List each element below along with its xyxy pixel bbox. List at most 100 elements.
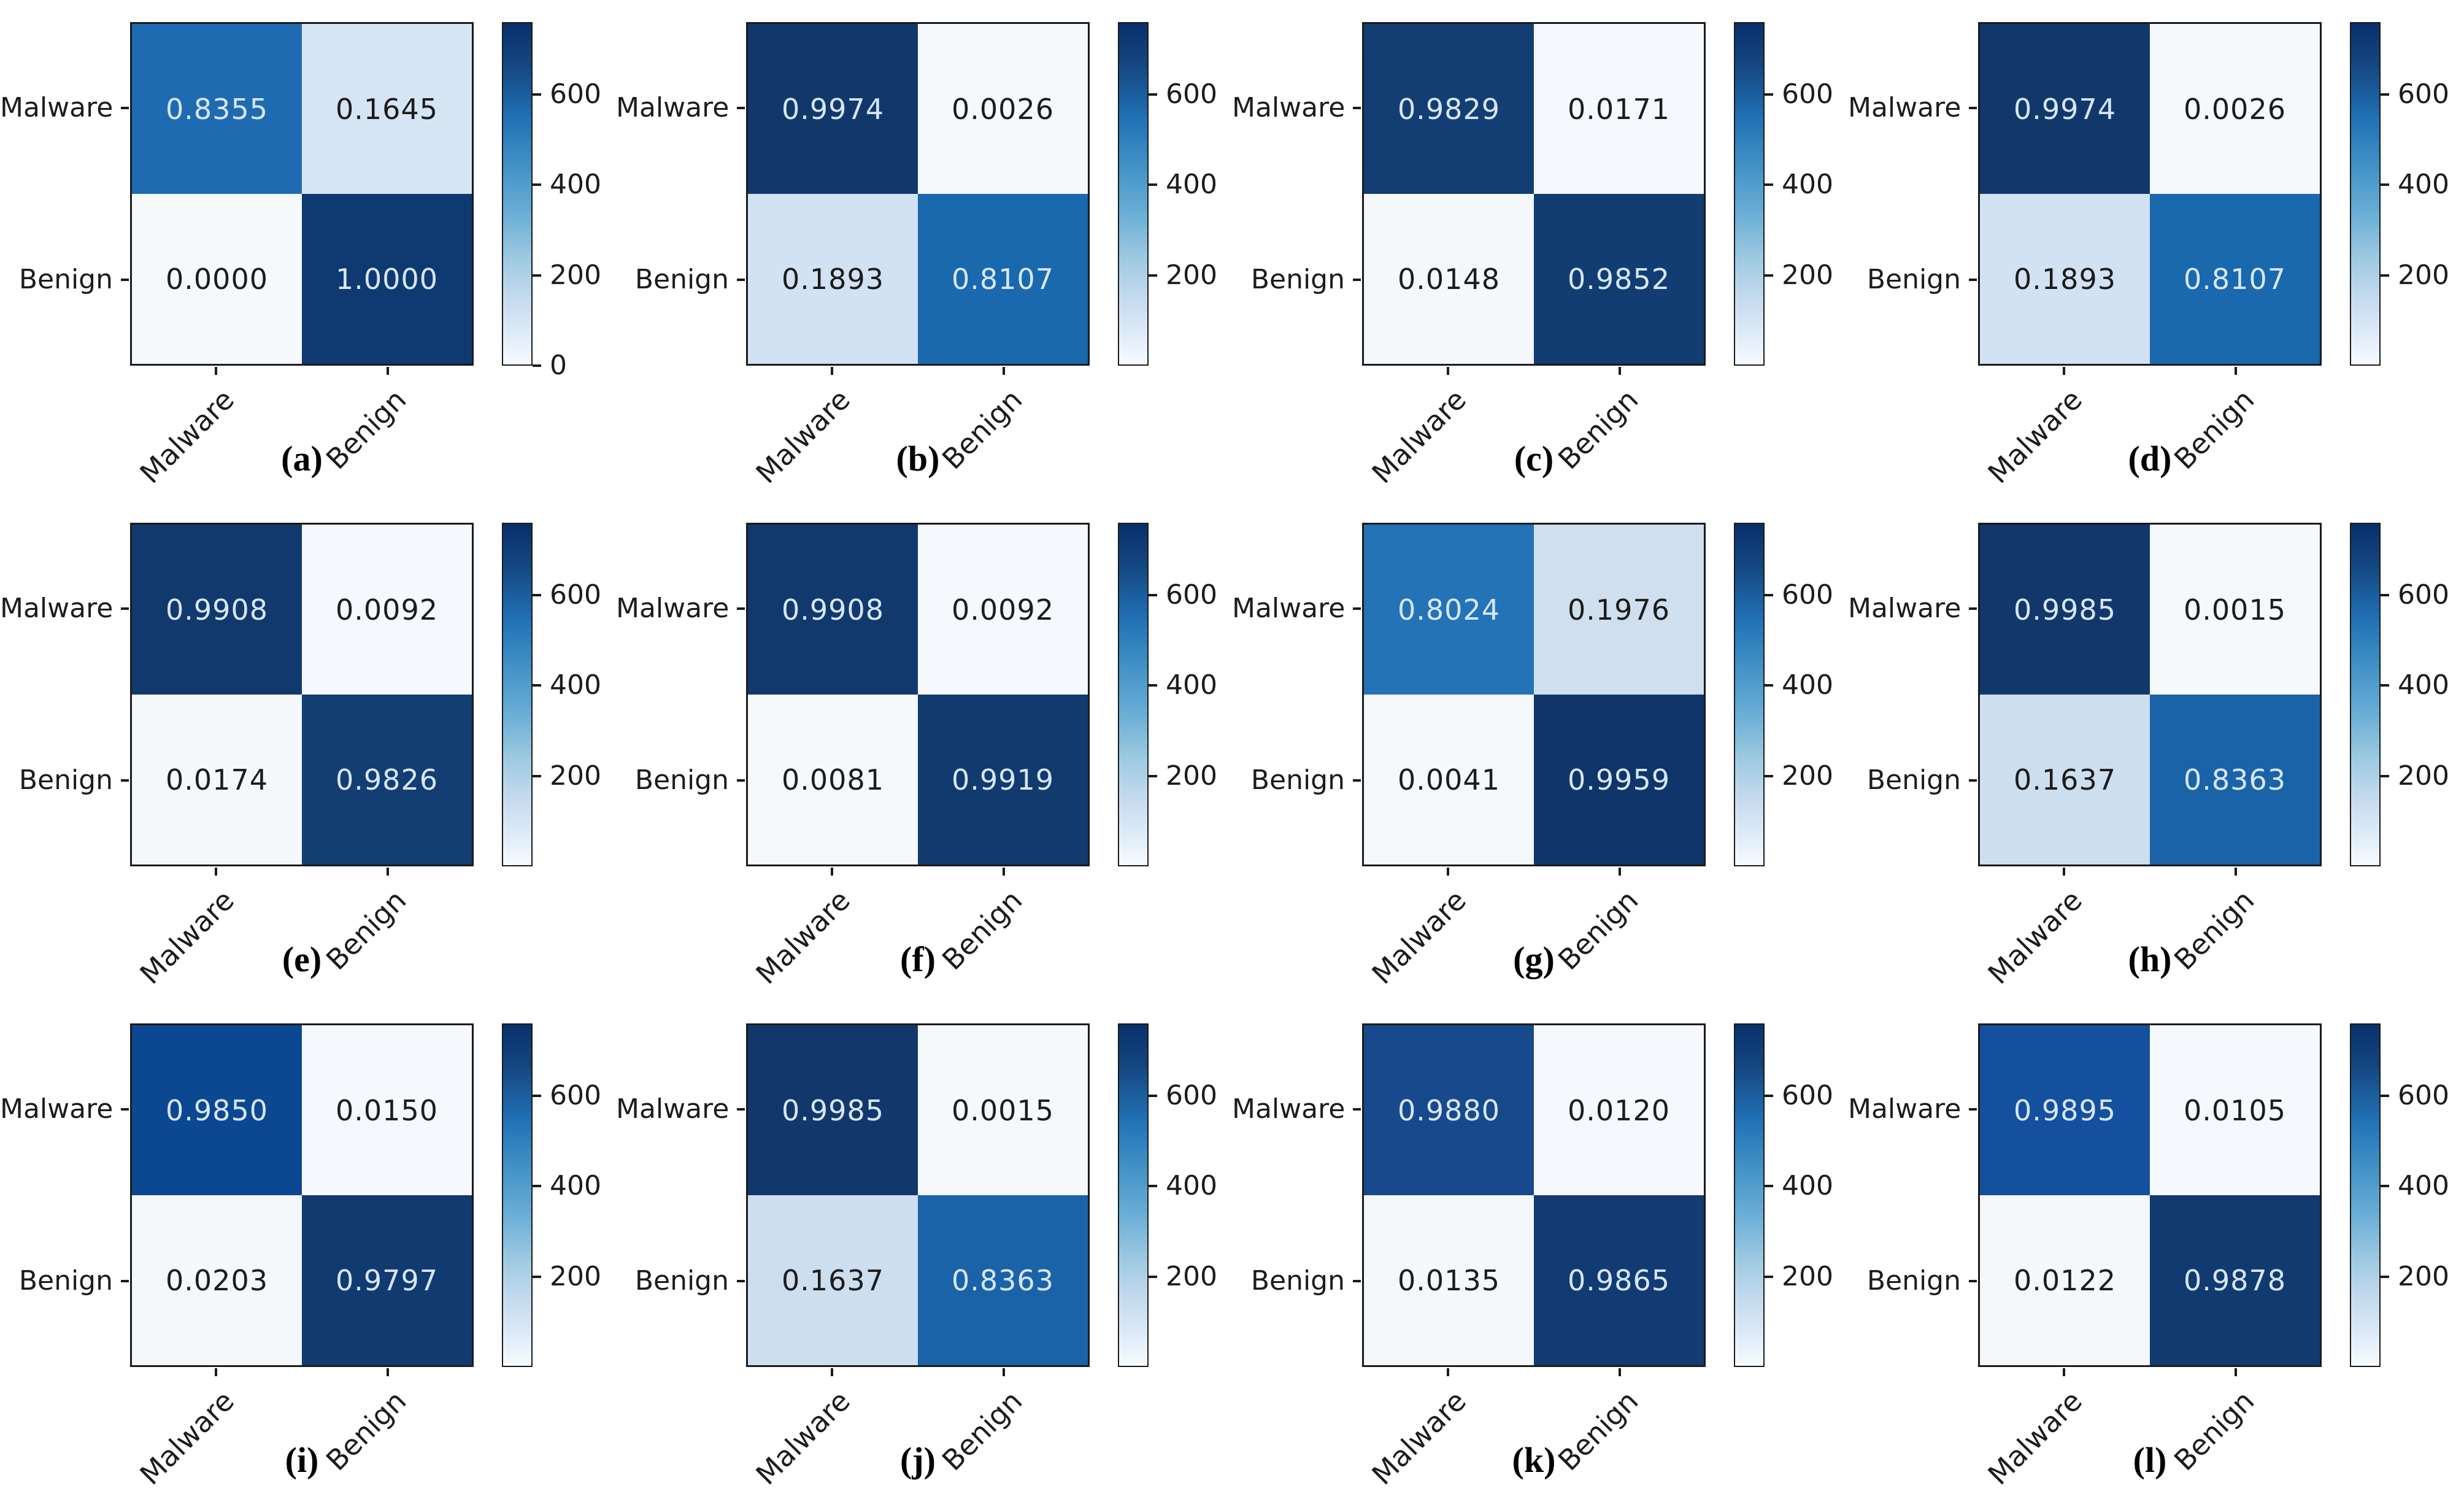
heatmap-cell-tn: 0.8363 (2150, 695, 2320, 865)
colorbar-tick-label: 400 (1166, 669, 1217, 701)
y-axis-tick (1969, 1280, 1977, 1282)
colorbar-tick-label: 200 (1782, 259, 1833, 291)
colorbar-tick (533, 364, 541, 367)
y-axis-label-malware: Malware (1232, 1093, 1346, 1125)
cell-value: 0.0041 (1398, 763, 1500, 796)
x-axis-tick (1003, 868, 1005, 876)
y-axis-tick (737, 607, 745, 610)
heatmap: 0.8355 0.1645 0.0000 1.0000 (130, 22, 474, 366)
colorbar-tick (1765, 774, 1773, 777)
x-axis-tick (831, 868, 833, 876)
cell-value: 0.8363 (2184, 763, 2286, 796)
colorbar-tick-label: 400 (1166, 169, 1217, 201)
heatmap-cell-tn: 1.0000 (302, 194, 472, 364)
colorbar-tick (1765, 1275, 1773, 1278)
y-axis-label-malware: Malware (1232, 92, 1346, 123)
colorbar-tick (1149, 1094, 1157, 1097)
heatmap: 0.9850 0.0150 0.0203 0.9797 (130, 1023, 474, 1367)
colorbar-tick (2381, 93, 2389, 96)
colorbar-tick (2381, 1094, 2389, 1097)
heatmap-cell-fn: 0.0105 (2150, 1025, 2320, 1195)
cell-value: 0.0174 (166, 763, 268, 796)
cell-value: 0.9878 (2184, 1263, 2286, 1297)
heatmap: 0.9829 0.0171 0.0148 0.9852 (1362, 22, 1706, 366)
x-axis-tick (1447, 868, 1449, 876)
colorbar-tick (2381, 774, 2389, 777)
colorbar (2350, 523, 2381, 866)
x-axis-tick (1003, 367, 1005, 375)
confusion-matrix-panel-j: Malware Benign 0.9985 0.0015 0.1637 0.83… (616, 1001, 1232, 1502)
cell-value: 0.0026 (952, 92, 1054, 126)
colorbar-tick (1149, 684, 1157, 687)
colorbar-tick (533, 774, 541, 777)
y-axis-label-malware: Malware (616, 92, 730, 123)
heatmap-cell-tn: 0.9826 (302, 695, 472, 865)
cell-value: 0.8355 (166, 92, 268, 126)
heatmap: 0.9908 0.0092 0.0081 0.9919 (746, 523, 1090, 866)
x-axis-tick (215, 1368, 217, 1376)
panel-caption: (a) (281, 439, 323, 479)
heatmap-cell-fn: 0.0171 (1534, 24, 1704, 194)
panel-caption: (h) (2128, 939, 2172, 979)
colorbar-tick-label: 400 (1166, 1170, 1217, 1202)
y-axis-label-benign: Benign (1866, 264, 1961, 295)
x-axis-tick (1619, 868, 1621, 876)
cell-value: 0.9895 (2014, 1093, 2116, 1127)
cell-value: 0.0105 (2184, 1093, 2286, 1127)
colorbar-tick (2381, 274, 2389, 277)
cell-value: 0.0135 (1398, 1263, 1500, 1297)
panel-caption: (k) (1512, 1440, 1556, 1480)
panel-caption: (c) (1514, 439, 1554, 479)
heatmap: 0.9985 0.0015 0.1637 0.8363 (1978, 523, 2322, 866)
heatmap-cell-fn: 0.0026 (2150, 24, 2320, 194)
cell-value: 0.9865 (1568, 1263, 1670, 1297)
colorbar-tick-label: 400 (2398, 1170, 2449, 1202)
colorbar-tick-label: 400 (2398, 169, 2449, 201)
colorbar-tick (2381, 183, 2389, 187)
panel-caption: (d) (2128, 439, 2172, 479)
colorbar-tick (1149, 274, 1157, 277)
y-axis-label-malware: Malware (616, 593, 730, 624)
colorbar (502, 523, 533, 866)
heatmap-cell-fp: 0.0041 (1364, 695, 1534, 865)
cell-value: 0.0015 (952, 1093, 1054, 1127)
y-axis-label-benign: Benign (634, 764, 729, 796)
heatmap-cell-tp: 0.9895 (1980, 1025, 2150, 1195)
cell-value: 0.0081 (782, 763, 884, 796)
x-axis-tick (831, 1368, 833, 1376)
cell-value: 0.1976 (1568, 593, 1670, 626)
cell-value: 0.0171 (1568, 92, 1670, 126)
y-axis-tick (121, 279, 129, 281)
y-axis-label-malware: Malware (1848, 92, 1962, 123)
y-axis-tick (1969, 279, 1977, 281)
heatmap-cell-fp: 0.0148 (1364, 194, 1534, 364)
colorbar (1118, 1023, 1149, 1367)
y-axis-tick (1353, 1280, 1361, 1282)
y-axis-tick (1353, 279, 1361, 281)
colorbar-tick (533, 274, 541, 277)
colorbar-tick-label: 200 (2398, 1260, 2449, 1292)
y-axis-tick (737, 107, 745, 109)
colorbar (502, 1023, 533, 1367)
heatmap-cell-fp: 0.0174 (132, 695, 302, 865)
heatmap-cell-fp: 0.0122 (1980, 1195, 2150, 1365)
y-axis-tick (737, 1108, 745, 1111)
cell-value: 0.9974 (2014, 92, 2116, 126)
colorbar (1118, 523, 1149, 866)
heatmap-cell-tn: 0.9797 (302, 1195, 472, 1365)
x-axis-tick (2063, 868, 2065, 876)
y-axis-label-malware: Malware (616, 1093, 730, 1125)
colorbar-tick (533, 1094, 541, 1097)
colorbar-tick (1149, 1185, 1157, 1188)
x-axis-tick (2235, 1368, 2237, 1376)
colorbar-tick-label: 400 (550, 1170, 601, 1202)
cell-value: 0.1893 (2014, 262, 2116, 296)
confusion-matrix-panel-g: Malware Benign 0.8024 0.1976 0.0041 0.99… (1232, 501, 1848, 1001)
heatmap-cell-fn: 0.0120 (1534, 1025, 1704, 1195)
confusion-matrix-panel-i: Malware Benign 0.9850 0.0150 0.0203 0.97… (0, 1001, 616, 1502)
colorbar-tick-label: 600 (550, 579, 601, 610)
y-axis-label-benign: Benign (634, 1265, 729, 1296)
heatmap-cell-tp: 0.9829 (1364, 24, 1534, 194)
cell-value: 0.0122 (2014, 1263, 2116, 1297)
heatmap-cell-fn: 0.1976 (1534, 525, 1704, 695)
